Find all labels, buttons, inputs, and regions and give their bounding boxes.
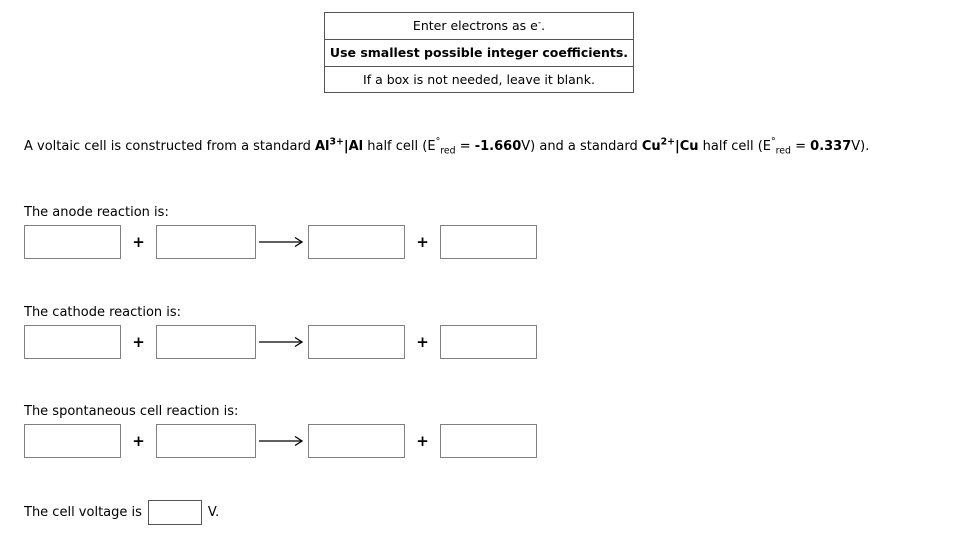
spontaneous-product-1-input[interactable] bbox=[308, 424, 405, 458]
cathode-reactant-2-input[interactable] bbox=[156, 325, 256, 359]
problem-text-part4: V) and a standard bbox=[521, 139, 642, 154]
spontaneous-product-plus: + bbox=[416, 432, 429, 450]
instruction-line-coefficients: Use smallest possible integer coefficien… bbox=[325, 38, 633, 66]
aluminum-half-cell-bar: |Al bbox=[343, 139, 364, 154]
standard-potential-degree-1: ° bbox=[435, 136, 441, 148]
aluminum-charge-superscript: 3+ bbox=[329, 136, 344, 148]
standard-potential-sub-1: red bbox=[440, 145, 456, 157]
cathode-product-1-input[interactable] bbox=[308, 325, 405, 359]
anode-reactant-1-input[interactable] bbox=[24, 225, 121, 259]
copper-charge-superscript: 2+ bbox=[660, 136, 675, 148]
species-copper-ion: Cu2+|Cu bbox=[641, 136, 699, 154]
problem-text-part1: A voltaic cell is constructed from a sta… bbox=[24, 139, 315, 154]
species-aluminum-ion: Al3+|Al bbox=[314, 136, 364, 154]
aluminum-potential-value: -1.660 bbox=[474, 139, 522, 154]
spontaneous-reactant-plus: + bbox=[132, 432, 145, 450]
electron-charge-superscript: - bbox=[537, 17, 542, 28]
instruction-line-blank-box: If a box is not needed, leave it blank. bbox=[325, 65, 633, 93]
species-copper-symbol: Cu bbox=[641, 139, 661, 154]
anode-reaction-row: + + bbox=[24, 224, 537, 260]
spontaneous-reaction-label: The spontaneous cell reaction is: bbox=[24, 404, 239, 419]
instruction-box: Enter electrons as e-. Use smallest poss… bbox=[324, 12, 634, 94]
anode-product-2-input[interactable] bbox=[440, 225, 537, 259]
problem-text-part5: half cell (E bbox=[698, 139, 771, 154]
standard-potential-sub-2: red bbox=[775, 145, 791, 157]
instruction-line-electrons: Enter electrons as e-. bbox=[325, 13, 633, 39]
cathode-reactant-1-input[interactable] bbox=[24, 325, 121, 359]
problem-text-part3: = bbox=[455, 139, 475, 154]
copper-potential-value: 0.337 bbox=[810, 139, 852, 154]
anode-product-1-input[interactable] bbox=[308, 225, 405, 259]
instruction-line-electrons-text: Enter electrons as e bbox=[412, 18, 538, 33]
spontaneous-reactant-1-input[interactable] bbox=[24, 424, 121, 458]
cathode-reaction-row: + + bbox=[24, 324, 537, 360]
cathode-reaction-arrow-icon bbox=[256, 336, 308, 348]
standard-potential-degree-2: ° bbox=[770, 136, 776, 148]
cell-voltage-row: The cell voltage is V. bbox=[24, 500, 219, 525]
anode-product-plus: + bbox=[416, 233, 429, 251]
cathode-reactant-plus: + bbox=[132, 333, 145, 351]
problem-text-part6: = bbox=[790, 139, 811, 154]
cell-voltage-label: The cell voltage is bbox=[24, 505, 142, 520]
spontaneous-reactant-2-input[interactable] bbox=[156, 424, 256, 458]
problem-text-part2: half cell (E bbox=[363, 139, 436, 154]
species-aluminum-symbol: Al bbox=[314, 139, 330, 154]
spontaneous-product-2-input[interactable] bbox=[440, 424, 537, 458]
problem-text-part7: V). bbox=[851, 139, 870, 154]
anode-reactant-plus: + bbox=[132, 233, 145, 251]
anode-reaction-label: The anode reaction is: bbox=[24, 205, 169, 220]
cathode-product-2-input[interactable] bbox=[440, 325, 537, 359]
anode-reaction-arrow-icon bbox=[256, 236, 308, 248]
copper-half-cell-bar: |Cu bbox=[674, 139, 699, 154]
spontaneous-reaction-row: + + bbox=[24, 423, 537, 459]
anode-reactant-2-input[interactable] bbox=[156, 225, 256, 259]
spontaneous-reaction-arrow-icon bbox=[256, 435, 308, 447]
instruction-line-electrons-period: . bbox=[541, 18, 546, 33]
cathode-product-plus: + bbox=[416, 333, 429, 351]
problem-statement: A voltaic cell is constructed from a sta… bbox=[24, 133, 904, 161]
cell-voltage-unit: V. bbox=[207, 505, 220, 520]
cathode-reaction-label: The cathode reaction is: bbox=[24, 305, 182, 320]
cell-voltage-input[interactable] bbox=[147, 500, 202, 525]
